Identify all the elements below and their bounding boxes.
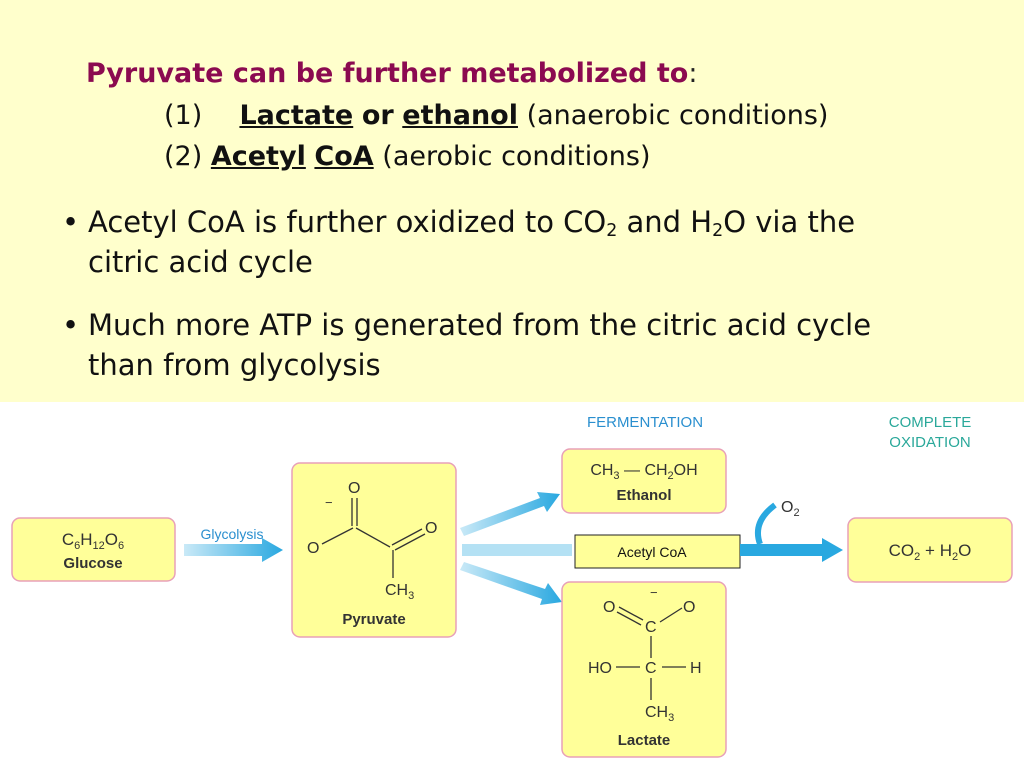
- bullet-2-dot: •: [62, 308, 80, 342]
- option-1-note: (anaerobic conditions): [526, 100, 829, 131]
- pyruvate-structure: O − O O CH3: [307, 480, 437, 602]
- lactate-o-right: O: [683, 599, 695, 616]
- glucose-box: [11, 517, 176, 582]
- arrow-to-lactate: [460, 562, 562, 605]
- glucose-name: Glucose: [63, 555, 122, 572]
- pyruvate-name: Pyruvate: [342, 611, 405, 628]
- lactate-ho: HO: [588, 660, 612, 677]
- bullet-1-part-2: and H: [617, 205, 713, 239]
- option-2-coa: CoA: [314, 141, 374, 172]
- text-panel: Pyruvate can be further metabolized to: …: [0, 0, 1024, 402]
- pyruvate-ch3: CH3: [385, 582, 414, 602]
- glucose-formula: C6H12O6: [62, 530, 124, 552]
- lactate-name: Lactate: [618, 732, 671, 749]
- bullet-1-part-1: Acetyl CoA is further oxidized to CO: [88, 205, 607, 239]
- lactate-c1: C: [645, 619, 657, 636]
- heading-text: Pyruvate can be further metabolized to: [86, 58, 689, 89]
- ethanol-name: Ethanol: [617, 487, 672, 504]
- option-2: (2) Acetyl CoA (aerobic conditions): [164, 141, 651, 172]
- glycolysis-arrow: [184, 538, 283, 562]
- option-2-number: (2): [164, 141, 203, 172]
- lactate-box: [561, 581, 727, 758]
- heading-colon: :: [688, 58, 698, 89]
- metabolism-diagram: FERMENTATION COMPLETE OXIDATION C6H12O6 …: [11, 414, 1013, 758]
- option-2-acetyl: Acetyl: [210, 141, 306, 172]
- section-heading: Pyruvate can be further metabolized to:: [86, 58, 697, 89]
- pyruvate-minus: −: [325, 495, 333, 510]
- option-1-number: (1): [164, 100, 203, 131]
- bullet-1-part-3: O via the citric acid cycle: [88, 205, 856, 279]
- products-formula: CO2 + H2O: [889, 541, 972, 563]
- lactate-structure: − O O C HO C H CH3: [588, 585, 702, 724]
- o2-entry-arrow: [754, 502, 777, 546]
- bullet-1-sub-1: 2: [606, 221, 618, 241]
- option-1-or: or: [361, 100, 394, 131]
- acetyl-coa-label: Acetyl CoA: [617, 544, 687, 560]
- pyruvate-o-left: O: [307, 540, 319, 557]
- option-1-ethanol: ethanol: [402, 100, 518, 131]
- fermentation-label: FERMENTATION: [587, 414, 703, 431]
- pyruvate-o-right: O: [425, 520, 437, 537]
- complete-label-1: COMPLETE: [889, 414, 972, 431]
- lactate-ch3: CH3: [645, 704, 674, 724]
- bullet-1-dot: •: [62, 205, 80, 239]
- lactate-c2: C: [645, 660, 657, 677]
- glycolysis-label: Glycolysis: [200, 526, 263, 542]
- arrow-to-products: [740, 538, 843, 562]
- ethanol-formula: CH3 — CH2OH: [590, 462, 697, 482]
- products-box: [847, 517, 1013, 583]
- complete-label-2: OXIDATION: [889, 434, 970, 451]
- acetyl-coa-box: [574, 534, 741, 569]
- ethanol-box: [561, 448, 727, 514]
- lactate-o-left: O: [603, 599, 615, 616]
- option-2-note: (aerobic conditions): [382, 141, 651, 172]
- bullet-1-text: Acetyl CoA is further oxidized to CO2 an…: [88, 202, 908, 282]
- o2-label: O2: [781, 499, 800, 519]
- option-1: (1) Lactate or ethanol (anaerobic condit…: [164, 100, 828, 131]
- lactate-h: H: [690, 660, 702, 677]
- bullet-2-text: Much more ATP is generated from the citr…: [88, 308, 872, 382]
- pyruvate-box: [291, 462, 457, 638]
- lactate-minus: −: [650, 585, 658, 600]
- pyruvate-o-top: O: [348, 480, 360, 497]
- option-1-lactate: Lactate: [239, 100, 354, 131]
- arrow-to-acetyl-coa: [462, 544, 572, 556]
- arrow-to-ethanol: [460, 492, 560, 536]
- bullet-1-sub-2: 2: [712, 221, 724, 241]
